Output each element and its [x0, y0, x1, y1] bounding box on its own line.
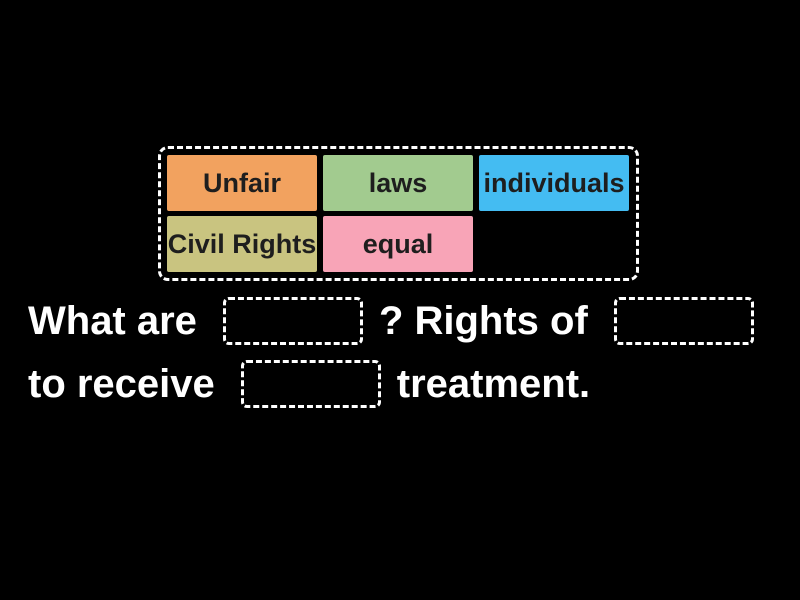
sentence: What are ? Rights of to receive treatmen… — [28, 294, 788, 411]
sentence-text: treatment. — [396, 361, 591, 406]
word-tile-civil-rights[interactable]: Civil Rights — [167, 216, 317, 272]
sentence-line-2: to receive treatment. — [28, 357, 788, 411]
sentence-line-1: What are ? Rights of — [28, 294, 788, 348]
blank-slot-1[interactable] — [222, 297, 363, 345]
word-bank-row-2: Civil Rights equal — [167, 216, 630, 272]
sentence-text: What are — [28, 298, 197, 343]
sentence-text: ? Rights of — [378, 298, 588, 343]
word-tile-individuals[interactable]: individuals — [479, 155, 629, 211]
word-tile-equal[interactable]: equal — [323, 216, 473, 272]
word-tile-unfair[interactable]: Unfair — [167, 155, 317, 211]
sentence-text: to receive — [28, 361, 215, 406]
word-bank: Unfair laws individuals Civil Rights equ… — [158, 146, 639, 281]
blank-slot-2[interactable] — [613, 297, 754, 345]
word-tile-laws[interactable]: laws — [323, 155, 473, 211]
blank-slot-3[interactable] — [240, 360, 381, 408]
word-bank-row-1: Unfair laws individuals — [167, 155, 630, 211]
